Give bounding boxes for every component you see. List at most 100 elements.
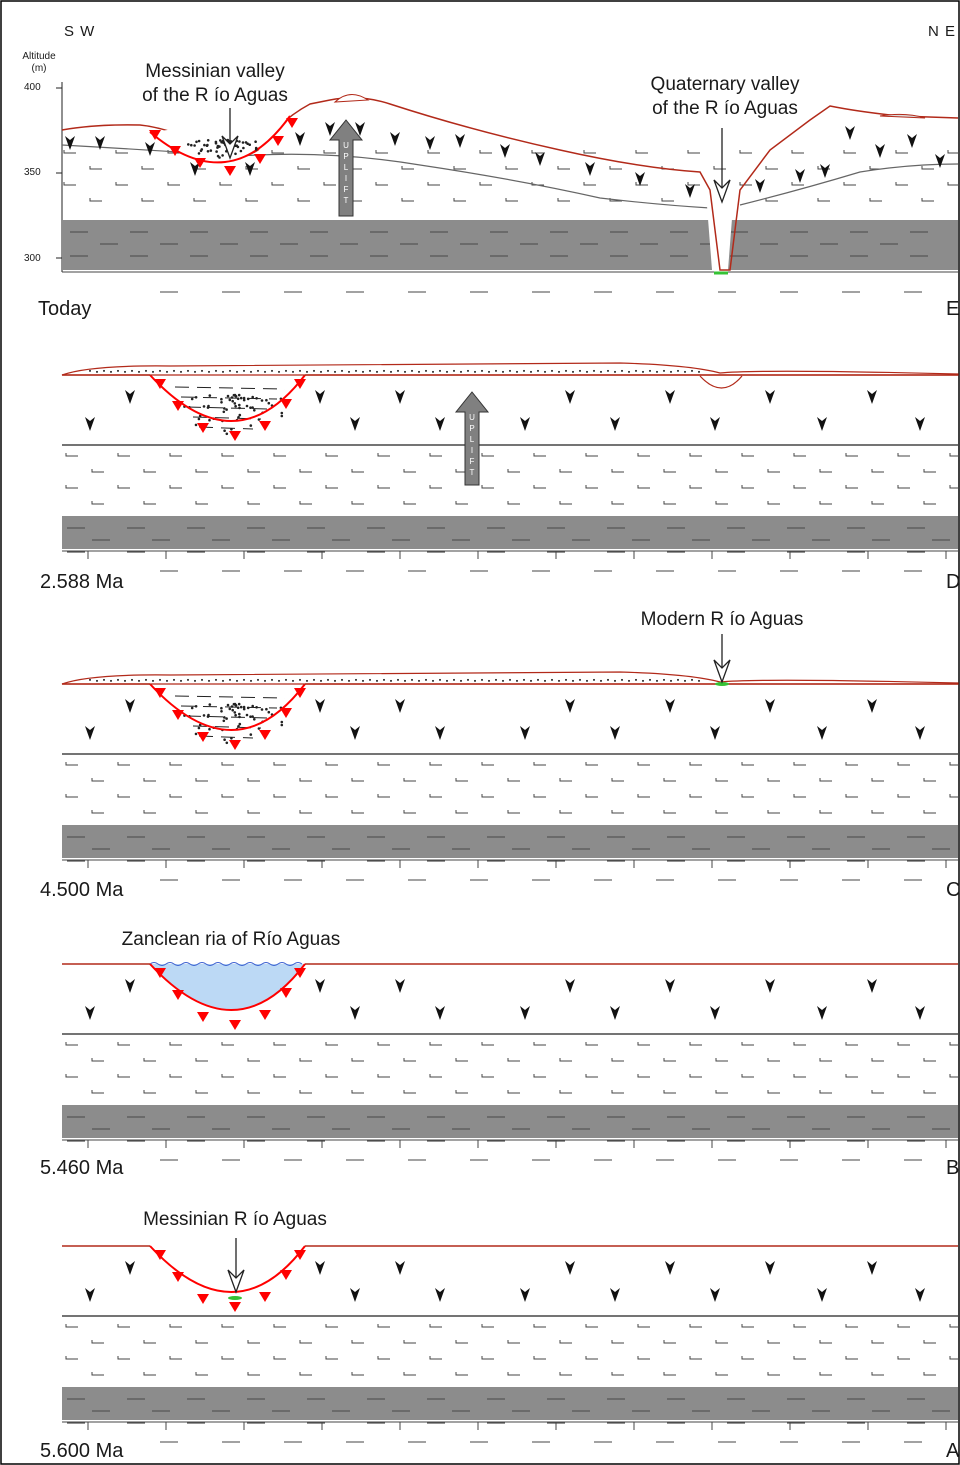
marl-mark: [273, 1324, 286, 1328]
conglomerate-dot: [260, 399, 264, 402]
gravel-dot: [635, 369, 637, 372]
marl-mark: [871, 810, 884, 814]
gypsum-mark: [665, 979, 675, 993]
conglomerate-dot: [194, 705, 198, 708]
conglomerate-dot: [195, 140, 198, 144]
conglomerate-dot: [233, 402, 237, 405]
conglomerate-dot: [206, 715, 210, 718]
marl-mark: [741, 762, 754, 766]
gravel-dot: [201, 678, 203, 681]
gravel-dot: [649, 369, 651, 372]
conglomerate-dot: [221, 154, 224, 157]
gravel-dot: [586, 370, 588, 373]
marl-mark: [195, 1340, 208, 1344]
gravel-dot: [152, 370, 154, 373]
gravel-dot: [418, 370, 420, 373]
marl-mark: [533, 1356, 546, 1360]
conglomerate-dot: [238, 140, 241, 143]
gypsum-mark: [915, 1288, 925, 1302]
marl-mark: [767, 501, 780, 505]
marl-mark: [635, 182, 648, 186]
marl-mark: [273, 453, 286, 457]
marl-mark: [507, 469, 520, 473]
gravel-dot: [432, 370, 434, 373]
marl-mark: [611, 810, 624, 814]
marl-mark: [767, 469, 780, 473]
marl-mark: [507, 810, 520, 814]
marl-mark: [741, 1324, 754, 1328]
gravel-dot: [264, 679, 266, 682]
marl-mark: [143, 810, 156, 814]
marl-mark: [89, 198, 102, 202]
gravel-dot: [446, 679, 448, 682]
marl-mark: [557, 198, 570, 202]
gravel-dot: [138, 370, 140, 373]
conglomerate-dot: [218, 156, 221, 159]
marl-mark: [325, 762, 338, 766]
marl-mark: [585, 453, 598, 457]
marl-mark: [195, 1090, 208, 1094]
conglomerate-dot: [222, 719, 226, 723]
conglomerate-dot: [248, 143, 251, 146]
marl-mark: [325, 1042, 338, 1046]
conglomerate-dot: [242, 707, 246, 711]
fault-tooth: [172, 401, 184, 411]
marl-mark: [637, 762, 650, 766]
marl-mark: [895, 150, 908, 154]
gravel-dot: [264, 370, 266, 373]
gravel-dot: [649, 678, 651, 681]
gypsum-mark: [125, 699, 135, 713]
basement-layer: [62, 1387, 958, 1420]
conglomerate-dot: [236, 397, 240, 401]
gravel-dot: [656, 679, 658, 682]
marl-mark: [663, 501, 676, 505]
marl-mark: [533, 485, 546, 489]
lacustrine-dash: [174, 695, 286, 699]
marl-mark: [169, 762, 182, 766]
marl-mark: [167, 182, 180, 186]
marl-mark: [611, 1372, 624, 1376]
conglomerate-dot: [239, 149, 243, 153]
gypsum-mark: [765, 979, 775, 993]
gravel-dot: [166, 679, 168, 682]
conglomerate-dot: [238, 403, 241, 407]
gravel-dot: [355, 369, 357, 372]
marl-mark: [507, 501, 520, 505]
zanclean-ria-annotation: Zanclean ria of Río Aguas: [121, 929, 341, 950]
gravel-dot: [530, 370, 532, 373]
marl-mark: [117, 1356, 130, 1360]
marl-mark: [741, 453, 754, 457]
marl-mark: [793, 1074, 806, 1078]
marl-mark: [351, 469, 364, 473]
gypsum-mark: [765, 390, 775, 404]
gravel-dot: [670, 679, 672, 682]
marl-mark: [351, 1058, 364, 1062]
conglomerate-dot: [238, 413, 242, 417]
marl-mark: [741, 485, 754, 489]
quaternary-valley-annotation: Quaternary valley of the R ío Aguas: [650, 74, 800, 119]
marl-mark: [611, 501, 624, 505]
marl-mark: [663, 469, 676, 473]
gypsum-mark: [315, 1261, 325, 1275]
marl-mark: [299, 469, 312, 473]
gypsum-mark: [817, 726, 827, 740]
marl-mark: [819, 810, 832, 814]
gravel-dot: [117, 678, 119, 681]
gravel-dot: [586, 679, 588, 682]
conglomerate-dot: [265, 707, 268, 711]
gravel-dot: [306, 370, 308, 373]
fault-tooth: [280, 399, 292, 409]
gravel-dot: [152, 679, 154, 682]
uplift-arrow: [454, 391, 490, 486]
gypsum-mark: [190, 162, 200, 176]
marl-mark: [689, 1356, 702, 1360]
gravel-dot: [208, 370, 210, 373]
marl-mark: [767, 1372, 780, 1376]
marl-mark: [819, 1058, 832, 1062]
marl-mark: [375, 182, 388, 186]
conglomerate-dot: [280, 723, 284, 727]
marl-mark: [117, 1042, 130, 1046]
conglomerate-dot: [220, 710, 223, 713]
conglomerate-dot: [242, 398, 246, 402]
river-channel: [228, 1296, 242, 1300]
